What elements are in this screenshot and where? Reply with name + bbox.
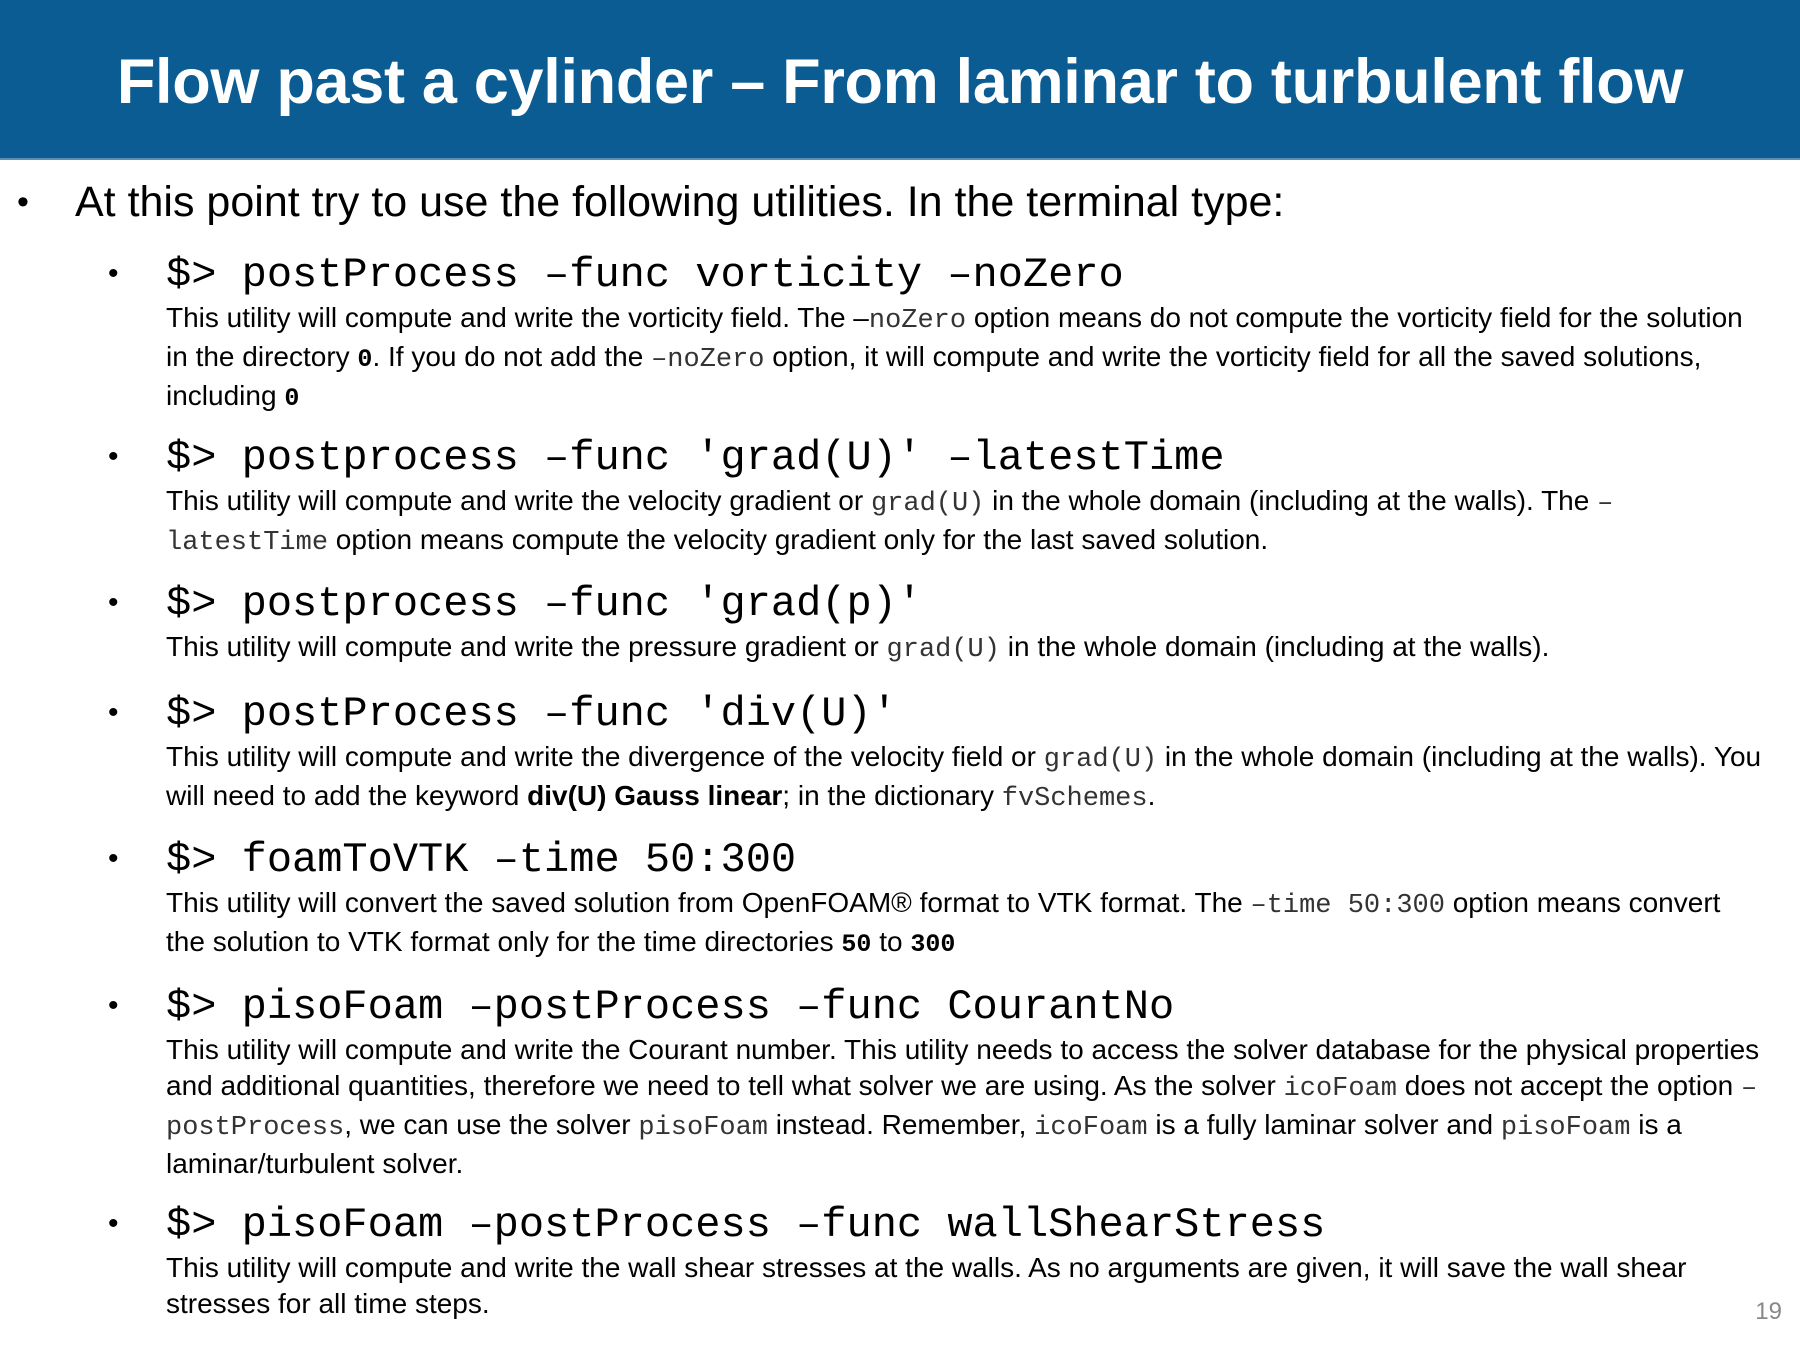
code-term: pisoFoam: [1500, 1113, 1631, 1143]
command-text: $> postprocess –func 'grad(p)': [166, 580, 923, 628]
description: This utility will compute and write the …: [166, 483, 1766, 561]
command-text: $> pisoFoam –postProcess –func wallShear…: [166, 1201, 1326, 1249]
description-text: to: [871, 926, 911, 957]
code-term: 0: [357, 345, 373, 374]
bullet: •: [17, 183, 29, 221]
description-text: ; in the dictionary: [782, 780, 1002, 811]
command-text: $> postprocess –func 'grad(U)' –latestTi…: [166, 434, 1225, 482]
code-term: grad(U): [870, 489, 985, 519]
description-text: in the whole domain (including at the wa…: [984, 485, 1598, 516]
description: This utility will compute and write the …: [166, 1250, 1766, 1322]
description: This utility will compute and write the …: [166, 300, 1766, 417]
description-text: This utility will compute and write the …: [166, 302, 869, 333]
description-text: This utility will compute and write the …: [166, 631, 887, 662]
description-text: , we can use the solver: [344, 1109, 639, 1140]
bullet: •: [108, 1207, 119, 1240]
code-term: 0: [284, 384, 300, 413]
code-term: –latestTime: [166, 489, 1614, 558]
description-text: This utility will compute and write the …: [166, 1034, 1760, 1101]
command-text: $> postProcess –func 'div(U)': [166, 690, 897, 738]
description-text: option means do not compute the vorticit…: [166, 302, 1743, 372]
description-text: This utility will convert the saved solu…: [166, 887, 1251, 918]
command-text: $> postProcess –func vorticity –noZero: [166, 251, 1124, 299]
bullet: •: [108, 696, 119, 729]
description-text: in the whole domain (including at the wa…: [166, 741, 1762, 811]
description-text: is a laminar/turbulent solver.: [166, 1109, 1682, 1179]
code-term: –postProcess: [166, 1074, 1758, 1143]
description-text: . If you do not add the: [372, 341, 652, 372]
code-term: –noZero: [651, 345, 765, 375]
description: This utility will compute and write the …: [166, 629, 1766, 668]
description-text: This utility will compute and write the …: [166, 485, 871, 516]
lead-text: At this point try to use the following u…: [75, 178, 1285, 226]
code-term: pisoFoam: [638, 1113, 769, 1143]
keyword-text: div(U) Gauss linear: [527, 780, 783, 811]
title-bar: Flow past a cylinder – From laminar to t…: [0, 0, 1800, 160]
page-number: 19: [1755, 1298, 1782, 1325]
code-term: –time 50:300: [1250, 891, 1445, 921]
command-text: $> pisoFoam –postProcess –func CourantNo: [166, 983, 1175, 1031]
code-term: icoFoam: [1034, 1113, 1148, 1143]
description-text: is a fully laminar solver and: [1147, 1109, 1501, 1140]
slide-title: Flow past a cylinder – From laminar to t…: [116, 47, 1684, 117]
description: This utility will convert the saved solu…: [166, 885, 1766, 963]
code-term: grad(U): [886, 635, 1000, 665]
description: This utility will compute and write the …: [166, 1032, 1766, 1182]
code-term: grad(U): [1043, 745, 1158, 775]
description-text: does not accept the option: [1396, 1070, 1742, 1101]
bullet: •: [108, 586, 119, 619]
description-text: in the whole domain (including at the wa…: [999, 631, 1550, 662]
description-text: option, it will compute and write the vo…: [166, 341, 1702, 411]
bullet: •: [108, 440, 119, 473]
description-text: This utility will compute and write the …: [166, 1252, 1687, 1319]
bullet: •: [108, 257, 119, 290]
description-text: This utility will compute and write the …: [166, 741, 1044, 772]
code-term: icoFoam: [1283, 1074, 1397, 1104]
command-text: $> foamToVTK –time 50:300: [166, 836, 797, 884]
code-term: 300: [910, 930, 956, 959]
bullet: •: [108, 842, 119, 875]
description-text: instead. Remember,: [768, 1109, 1035, 1140]
description: This utility will compute and write the …: [166, 739, 1766, 817]
code-term: fvSchemes: [1001, 784, 1148, 814]
description-text: option means compute the velocity gradie…: [328, 524, 1269, 555]
code-term: noZero: [868, 306, 967, 336]
description-text: .: [1147, 780, 1156, 811]
description-text: option means convert the solution to VTK…: [166, 887, 1721, 957]
bullet: •: [108, 989, 119, 1022]
code-term: 50: [841, 930, 872, 959]
